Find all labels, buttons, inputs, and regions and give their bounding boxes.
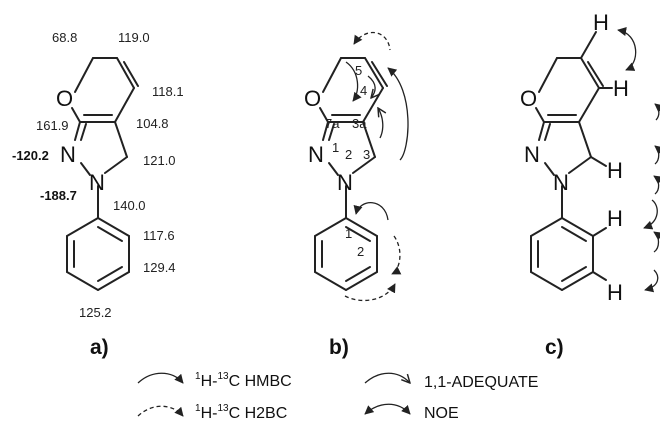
shift-c4: 118.1 — [152, 84, 184, 99]
shift-c3: 121.0 — [143, 153, 176, 168]
hydrogen-h4: H — [613, 76, 629, 101]
legend-adequate-label: 1,1-ADEQUATE — [424, 374, 538, 391]
shift-n2: -188.7 — [40, 188, 77, 203]
hmbc-arrow-h6-c7a — [345, 61, 362, 102]
noe-arrow-ortho-partial — [643, 199, 658, 230]
noe-arrow-meta-partial — [644, 269, 659, 293]
nitrogen-1-atom-c: N — [524, 142, 540, 167]
legend: 1H-13C HMBC 1H-13C H2BC 1,1-ADEQUATE NOE — [137, 371, 538, 422]
noe-arrow-h5-h4 — [617, 27, 637, 71]
atom-number-1: 1 — [332, 140, 339, 155]
adequate-arrow-c3a — [378, 108, 383, 139]
nitrogen-2-atom-b: N — [337, 170, 353, 195]
shift-c-meta: 129.4 — [143, 260, 176, 275]
hydrogen-h3: H — [607, 158, 623, 183]
legend-adequate-arrow — [364, 372, 410, 383]
shift-c5: 119.0 — [118, 30, 150, 45]
phenyl-number-2: 2 — [357, 244, 364, 259]
atom-number-5: 5 — [355, 63, 362, 78]
hydrogen-h5: H — [593, 10, 609, 35]
oxygen-atom-b: O — [304, 86, 321, 111]
atom-number-2: 2 — [345, 147, 352, 162]
noe-arrow-ortho-lower-partial — [653, 231, 660, 253]
oxygen-atom-a: O — [56, 86, 73, 111]
shift-c-ortho: 117.6 — [143, 228, 175, 243]
adequate-arrow-c4 — [367, 75, 375, 98]
legend-h2bc-label: 1H-13C H2BC — [195, 403, 287, 422]
legend-h2bc-arrow — [137, 405, 184, 417]
structure-c: O N N H H H H H c) — [520, 10, 660, 359]
hydrogen-meta: H — [607, 280, 623, 305]
shift-n1: -120.2 — [12, 148, 49, 163]
hydrogen-ortho: H — [607, 206, 623, 231]
atom-number-7a: 7a — [325, 116, 340, 131]
shift-c-para: 125.2 — [79, 305, 112, 320]
h2bc-arrow-h6-h5 — [353, 31, 391, 51]
structure-a-bonds — [66, 57, 139, 291]
noe-arrow-h4-partial — [654, 103, 660, 121]
shift-c3a: 104.8 — [136, 116, 169, 131]
atom-number-3a: 3a — [352, 116, 367, 131]
nitrogen-2-atom-c: N — [553, 170, 569, 195]
phenyl-number-1: 1 — [345, 226, 352, 241]
nitrogen-2-atom-a: N — [89, 170, 105, 195]
panel-label-c: c) — [545, 336, 564, 359]
atom-number-3: 3 — [363, 147, 370, 162]
legend-noe-label: NOE — [424, 405, 459, 422]
shift-c7a: 161.9 — [36, 118, 69, 133]
h2bc-arrow-phenyl-para — [344, 283, 396, 302]
nitrogen-1-atom-b: N — [308, 142, 324, 167]
oxygen-atom-c: O — [520, 86, 537, 111]
noe-arrow-h3-ortho-partial — [653, 175, 660, 195]
atom-number-4: 4 — [360, 83, 367, 98]
structure-a: O N N 68.8 119.0 118.1 161.9 104.8 121.0… — [12, 30, 184, 359]
structure-c-bonds — [530, 31, 613, 291]
noe-arrow-h3-partial — [654, 145, 660, 165]
structure-b-bonds — [314, 57, 388, 291]
panel-label-b: b) — [329, 336, 349, 359]
shift-c-ipso: 140.0 — [113, 198, 146, 213]
legend-hmbc-arrow — [137, 372, 184, 384]
shift-ch2: 68.8 — [52, 30, 77, 45]
hmbc-arrow-h5-c3 — [387, 67, 409, 161]
legend-hmbc-label: 1H-13C HMBC — [195, 371, 292, 390]
legend-noe-arrow — [364, 403, 411, 415]
nitrogen-1-atom-a: N — [60, 142, 76, 167]
h2bc-arrow-phenyl — [391, 235, 402, 275]
panel-label-a: a) — [90, 336, 109, 359]
hmbc-arrow-phenyl-ipso — [353, 202, 389, 221]
structure-b: O N N 5 4 7a 3a 1 2 3 1 2 b) — [304, 31, 409, 359]
